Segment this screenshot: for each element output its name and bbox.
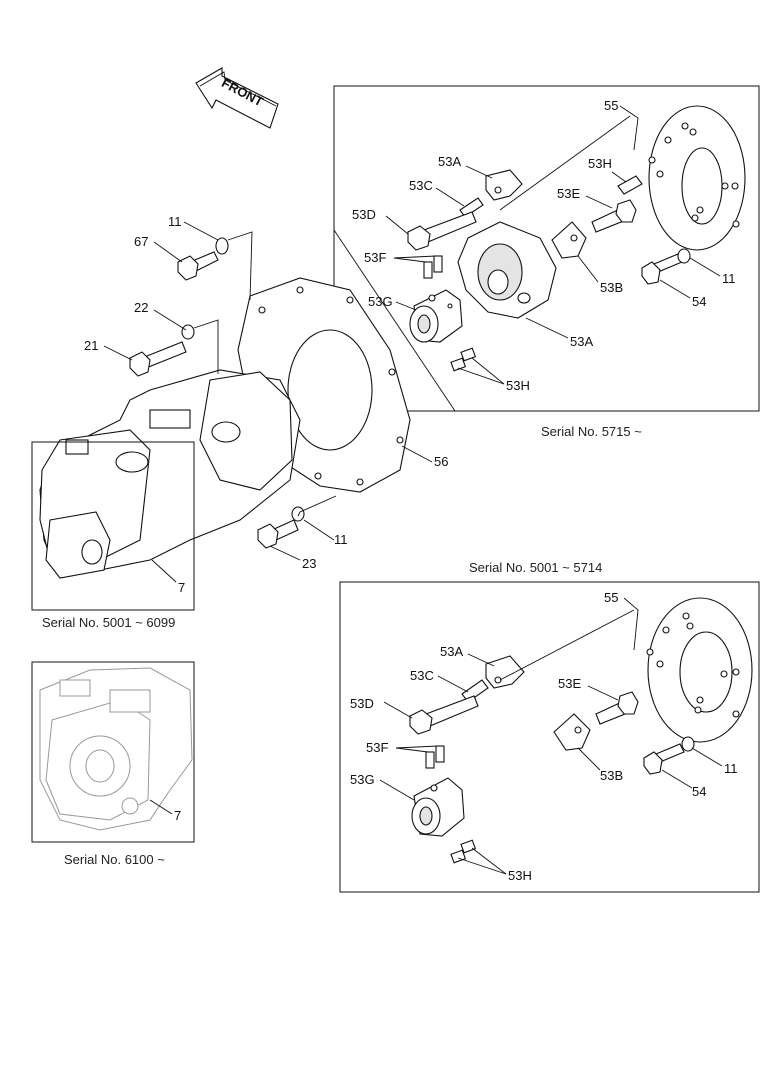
upper-serial-box [333, 85, 760, 412]
label-53C: 53C [410, 668, 434, 683]
hydraulic-pump-7 [39, 369, 301, 579]
lower-element-53B [553, 713, 591, 751]
label-54: 54 [692, 294, 706, 309]
label-23: 23 [302, 556, 316, 571]
label-53A: 53A [440, 644, 463, 659]
upper-box-lead-line [333, 229, 456, 412]
upper-leader-lines [385, 105, 721, 385]
upper-pin-53H-top [617, 175, 643, 195]
caption-serial-5001-6099: Serial No. 5001 ~ 6099 [42, 615, 175, 630]
label-53E: 53E [557, 186, 580, 201]
bolt-23 [257, 506, 305, 549]
label-53H: 53H [588, 156, 612, 171]
caption-serial-5715: Serial No. 5715 ~ [541, 424, 642, 439]
label-53E: 53E [558, 676, 581, 691]
bolt-67 [177, 237, 229, 281]
label-11: 11 [168, 214, 182, 229]
front-arrow: FRONT [195, 67, 279, 129]
label-22: 22 [134, 300, 148, 315]
upper-coupling-flange-55 [648, 105, 746, 251]
upper-bolt-53D [407, 211, 477, 251]
label-53H: 53H [508, 868, 532, 883]
label-53G: 53G [368, 294, 393, 309]
label-11: 11 [722, 271, 736, 286]
label-53F: 53F [364, 250, 386, 265]
label-53B: 53B [600, 280, 623, 295]
label-67: 67 [134, 234, 148, 249]
lower-bolt-53D [409, 695, 479, 735]
upper-element-53B [551, 221, 587, 259]
upper-setscrews-53F [423, 255, 443, 279]
label-53D: 53D [350, 696, 374, 711]
lower-element-53A [485, 655, 525, 689]
lower-setscrews-53F [425, 745, 445, 769]
inset-pump-7 [39, 667, 193, 831]
label-56: 56 [434, 454, 448, 469]
lower-bolt-53E [595, 691, 639, 725]
label-53H: 53H [506, 378, 530, 393]
lower-collar-53G [411, 777, 465, 837]
upper-bolt-54 [641, 248, 691, 285]
label-55: 55 [604, 590, 618, 605]
main-leader-lines [103, 221, 433, 583]
upper-collar-53G [409, 289, 463, 343]
label-7: 7 [174, 808, 181, 823]
upper-bolt-53E [591, 199, 637, 233]
label-21: 21 [84, 338, 98, 353]
label-53A: 53A [438, 154, 461, 169]
label-7: 7 [178, 580, 185, 595]
caption-serial-6100: Serial No. 6100 ~ [64, 852, 165, 867]
label-53A: 53A [570, 334, 593, 349]
label-55: 55 [604, 98, 618, 113]
left-inset-box [31, 661, 195, 843]
lower-serial-box [339, 581, 760, 893]
upper-coupling-hub-53A [457, 221, 557, 319]
upper-setscrews-53H-bottom [450, 347, 477, 372]
label-11: 11 [334, 532, 348, 547]
left-serial-box [31, 441, 195, 611]
inset-leader-line [149, 799, 173, 815]
lower-leader-lines [379, 597, 723, 875]
caption-serial-5001-5714: Serial No. 5001 ~ 5714 [469, 560, 602, 575]
label-53G: 53G [350, 772, 375, 787]
label-53D: 53D [352, 207, 376, 222]
bolt-21 [129, 324, 195, 377]
label-53B: 53B [600, 768, 623, 783]
upper-element-53A-top [485, 169, 523, 201]
lower-coupling-flange-55 [646, 597, 753, 743]
label-54: 54 [692, 784, 706, 799]
lower-bolt-54 [643, 736, 695, 775]
label-53C: 53C [409, 178, 433, 193]
label-53F: 53F [366, 740, 388, 755]
label-11: 11 [724, 761, 738, 776]
